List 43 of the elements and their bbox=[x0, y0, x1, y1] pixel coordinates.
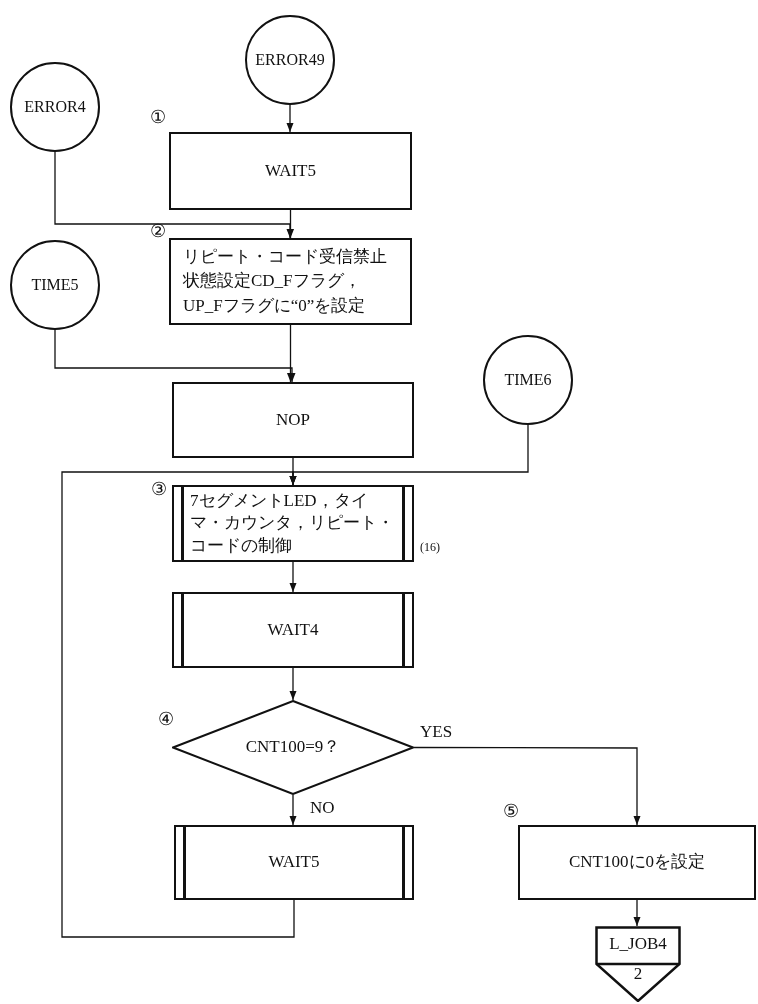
condition-text: CNT100=9？ bbox=[245, 736, 341, 759]
decision-diamond bbox=[172, 700, 414, 795]
process-box bbox=[169, 132, 412, 210]
subroutine-box bbox=[172, 592, 414, 668]
step-text: 7セグメントLED，タイマ・カウンタ，リピート・コードの制御 bbox=[189, 490, 395, 557]
connector-circle bbox=[10, 62, 100, 152]
reference-note: (16) bbox=[420, 540, 440, 555]
step-text: WAIT5 bbox=[265, 159, 316, 182]
process-box bbox=[169, 238, 412, 325]
connector-number: 2 bbox=[632, 963, 644, 985]
connector-circle bbox=[10, 240, 100, 330]
offpage-connector bbox=[595, 926, 681, 1002]
step-number: ① bbox=[150, 106, 166, 128]
step-text: CNT100に0を設定 bbox=[569, 851, 705, 874]
connector-name: TIME5 bbox=[31, 275, 79, 296]
connector-label: L_JOB4 bbox=[608, 933, 668, 955]
arrow bbox=[54, 151, 294, 239]
arrow bbox=[61, 471, 297, 938]
process-box bbox=[518, 825, 756, 900]
step-text: NOP bbox=[276, 408, 310, 431]
connector-circle bbox=[483, 335, 573, 425]
arrow bbox=[289, 794, 297, 826]
process-box bbox=[172, 382, 414, 458]
connector-circle bbox=[245, 15, 335, 105]
step-number: ③ bbox=[151, 478, 167, 500]
step-number: ② bbox=[150, 220, 166, 242]
arrow bbox=[286, 104, 294, 133]
arrow bbox=[287, 324, 294, 383]
connector-name: ERROR4 bbox=[24, 97, 86, 118]
step-number: ④ bbox=[158, 708, 174, 730]
step-number: ⑤ bbox=[503, 800, 519, 822]
arrow bbox=[289, 667, 297, 701]
connector-name: ERROR49 bbox=[255, 50, 325, 71]
arrow bbox=[54, 329, 296, 383]
arrow bbox=[633, 899, 641, 927]
step-text: WAIT4 bbox=[267, 618, 319, 641]
step-text: WAIT5 bbox=[268, 851, 320, 874]
subroutine-box bbox=[172, 485, 414, 562]
step-text: リピート・コード受信禁止状態設定CD_Fフラグ，UP_Fフラグに“0”を設定 bbox=[182, 245, 388, 317]
arrow bbox=[413, 746, 641, 826]
subroutine-box bbox=[174, 825, 414, 900]
arrow bbox=[289, 561, 297, 593]
connector-name: TIME6 bbox=[504, 370, 552, 391]
